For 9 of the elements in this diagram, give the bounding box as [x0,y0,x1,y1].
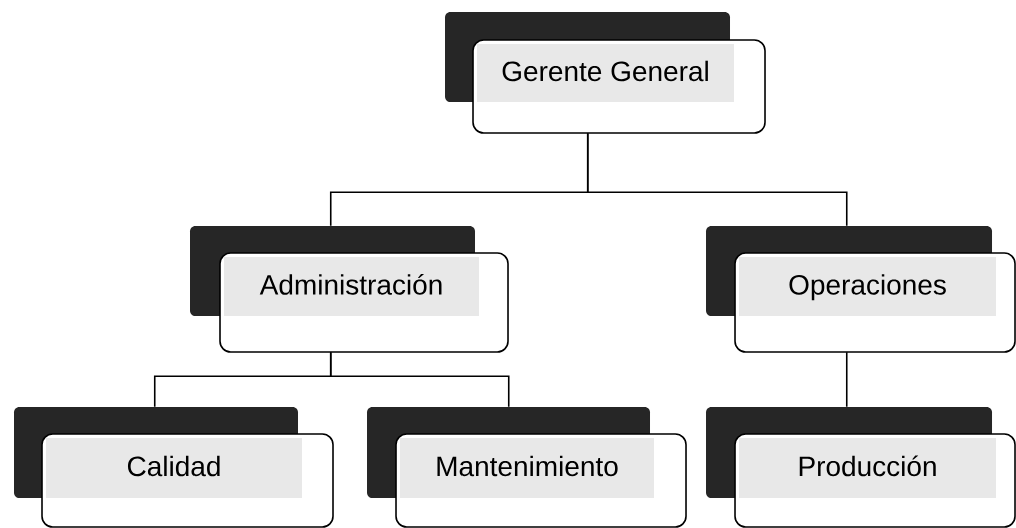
connector-line [329,351,510,408]
org-box: Producción [706,407,1016,528]
org-box: Gerente General [445,12,766,134]
org-box: Operaciones [706,226,1016,353]
connector-line [586,132,848,227]
org-box: Calidad [14,407,334,528]
org-box: Administración [190,226,509,353]
org-box: Mantenimiento [367,407,687,528]
connector-line [845,351,848,408]
